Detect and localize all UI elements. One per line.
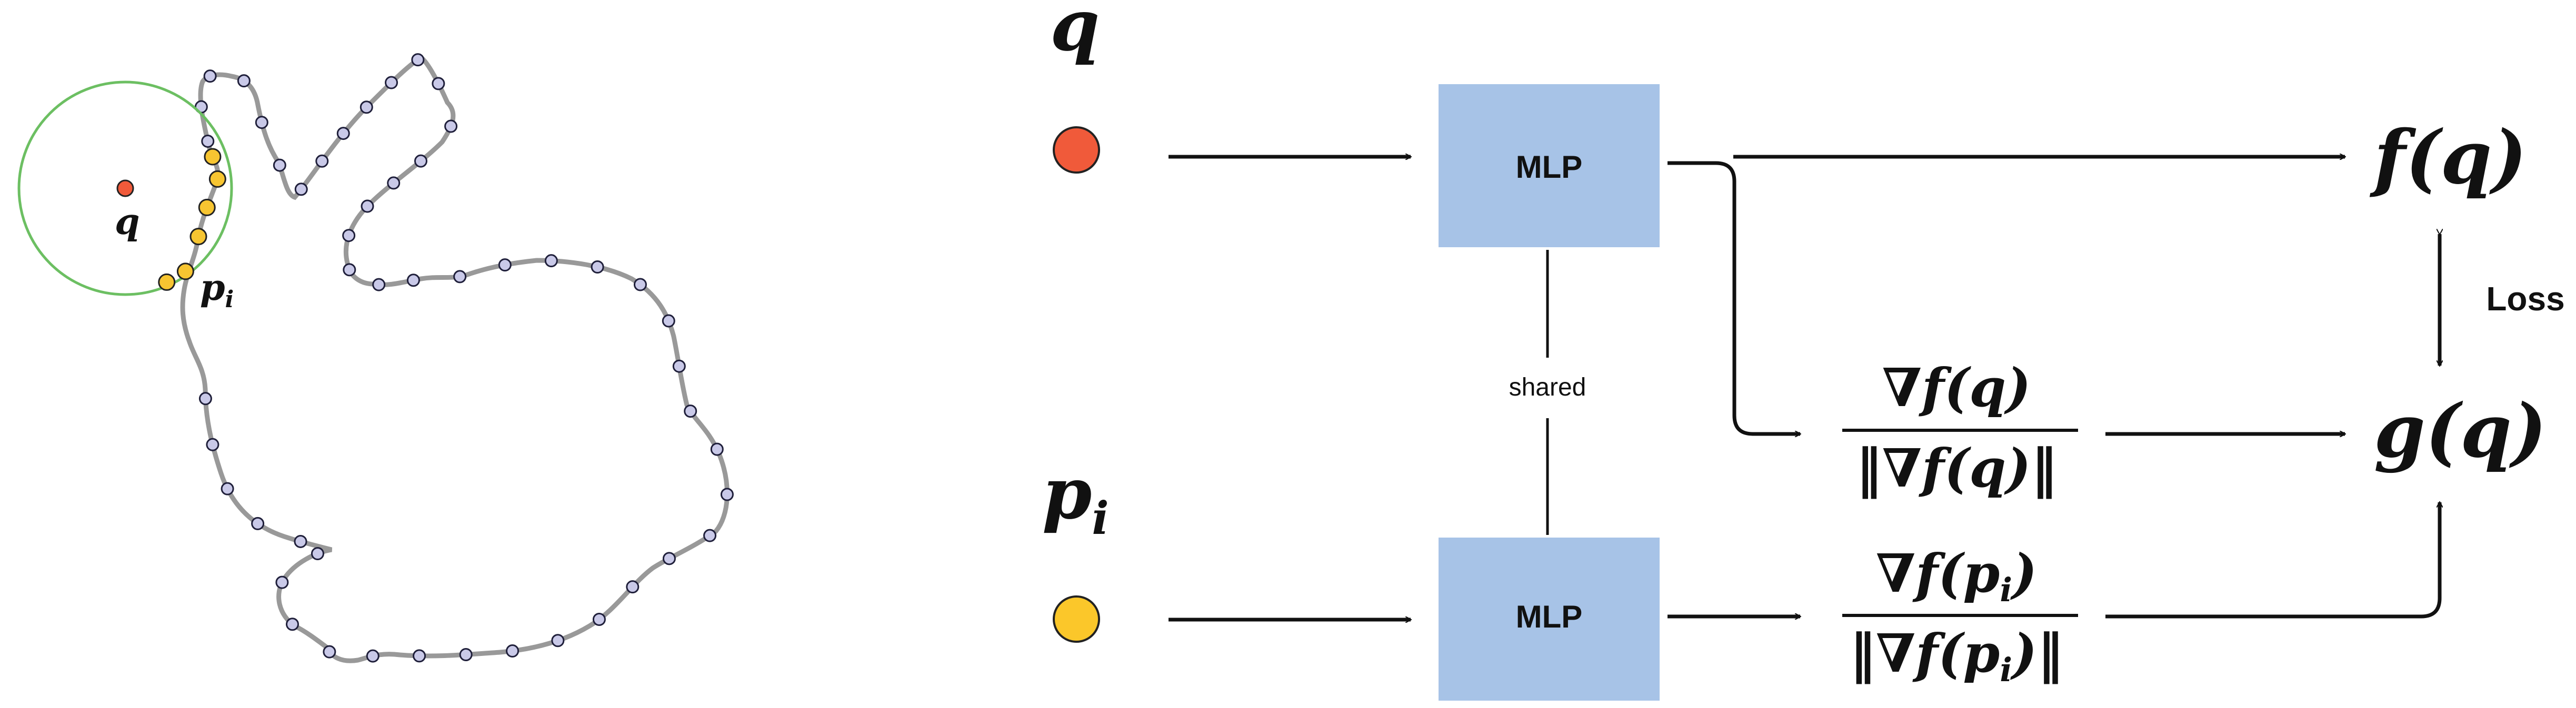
radius-circle (17, 80, 233, 296)
bunny-sample-point (251, 517, 265, 530)
bunny-sample-points (194, 53, 734, 663)
bunny-sample-point (662, 314, 675, 328)
shared-label: shared (1509, 373, 1586, 401)
bunny-sample-point (286, 618, 299, 631)
point-dot (1053, 595, 1100, 643)
bunny-sample-point (411, 53, 425, 67)
bunny-sample-point (315, 154, 329, 168)
grad-q-fraction: ∇f(q) ‖∇f(q)‖ (1842, 357, 2078, 499)
bunny-point-label: pi (200, 267, 234, 313)
bunny-outline (180, 55, 730, 663)
bunny-sample-point (221, 482, 234, 495)
neighbor-point (208, 170, 226, 188)
arrow-grad-p-to-g (2105, 502, 2440, 619)
bunny-sample-point (551, 634, 565, 648)
bunny-sample-point (294, 534, 307, 548)
mlp-box-bottom (1439, 538, 1660, 701)
bunny-sample-point (360, 100, 373, 114)
bunny-sample-point (343, 263, 356, 277)
bunny-sample-point (255, 116, 268, 129)
bunny-sample-point (387, 176, 401, 190)
bunny-sample-point (201, 134, 215, 148)
bunny-sample-point (323, 645, 336, 659)
bunny-query-label: q (115, 201, 140, 243)
bunny-sample-point (311, 547, 324, 560)
loss-label: Loss (2486, 280, 2564, 318)
bunny-sample-point (662, 552, 676, 565)
bunny-sample-point (198, 392, 212, 406)
grad-q-numerator: ∇f(q) (1882, 357, 2031, 419)
bunny-sample-point (710, 442, 724, 456)
mlp-top-label: MLP (1516, 149, 1583, 185)
bunny-sample-point (544, 254, 558, 268)
arrow-mlp-to-grad-q (1668, 161, 1800, 434)
bunny-sample-point (720, 488, 734, 501)
bunny-sample-point (203, 69, 217, 83)
bunny-sample-point (591, 260, 604, 274)
grad-p-fraction: ∇f(pi) ‖∇f(pi)‖ (1842, 542, 2078, 689)
grad-p-numerator: ∇f(pi) (1876, 542, 2037, 609)
bunny-sample-point (273, 158, 286, 172)
input-point-label: pi (1042, 451, 1109, 545)
bunny-query-point (116, 179, 134, 197)
bunny-sample-point (237, 74, 251, 88)
bunny-sample-point (684, 404, 697, 418)
bunny-sample-point (413, 649, 426, 663)
output-g-label: g(q) (2374, 388, 2547, 474)
bunny-sample-point (432, 77, 445, 90)
mlp-box-top (1439, 84, 1660, 247)
pipeline-diagram: q pi MLP MLP shared ∇f(q) ‖∇f(q)‖ (1042, 0, 2565, 701)
bunny-sample-point (672, 359, 686, 373)
bunny-sample-point (592, 612, 606, 626)
query-dot (1053, 126, 1100, 174)
neighbor-point (204, 148, 222, 166)
bunny-sample-point (294, 183, 308, 196)
bunny-sample-point (703, 529, 717, 542)
bunny-sample-point (406, 274, 420, 287)
neighbor-point (198, 198, 216, 216)
grad-p-denominator: ‖∇f(pi)‖ (1850, 622, 2063, 689)
bunny-sample-point (361, 199, 374, 213)
bunny-sample-point (206, 438, 219, 451)
input-query-label: q (1050, 0, 1100, 67)
neighbor-points (158, 148, 226, 291)
neighbor-point (158, 273, 176, 291)
bunny-sample-point (342, 229, 356, 242)
bunny-sample-point (366, 649, 380, 663)
neighbor-point (189, 228, 207, 246)
bunny-sample-point (626, 580, 640, 594)
output-f-label: f(q) (2369, 115, 2527, 201)
bunny-sample-point (633, 278, 647, 291)
bunny-sample-point (506, 644, 520, 658)
bunny-sample-point (372, 278, 386, 291)
bunny-sample-point (498, 258, 512, 272)
grad-q-denominator: ‖∇f(q)‖ (1856, 437, 2058, 499)
bunny-sample-point (385, 76, 398, 89)
bunny-sample-point (336, 127, 350, 140)
bunny-sample-point (453, 270, 467, 284)
bunny-sample-point (275, 575, 289, 589)
neighbor-point (176, 262, 194, 280)
bunny-panel: q pi (17, 53, 734, 663)
mlp-bottom-label: MLP (1516, 599, 1583, 634)
bunny-sample-point (459, 648, 473, 661)
bunny-sample-point (414, 154, 427, 168)
bunny-sample-point (444, 119, 458, 133)
